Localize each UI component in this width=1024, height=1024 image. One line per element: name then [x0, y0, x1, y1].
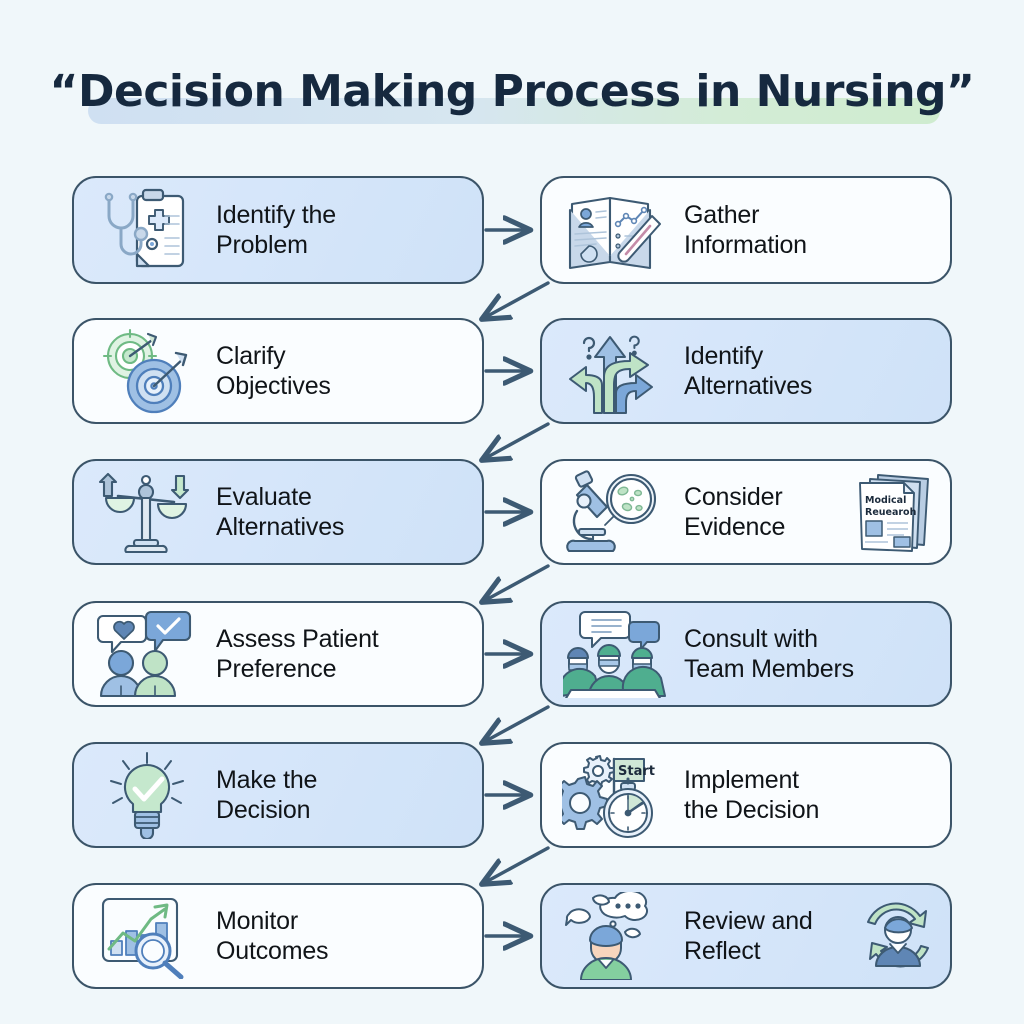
- step-box-review-and-reflect[interactable]: Review and Reflect: [540, 883, 952, 989]
- step-box-clarify-objectives[interactable]: Clarify Objectives: [72, 318, 484, 424]
- microscope-petri-dish-icon: [556, 464, 674, 560]
- step-label: Evaluate Alternatives: [216, 482, 345, 542]
- arrow-d-4: [484, 705, 550, 742]
- branching-arrows-question-icon: [556, 323, 674, 419]
- step-label: Implement the Decision: [684, 765, 820, 825]
- start-flag-label: Start: [618, 764, 655, 779]
- step-label: Consult with Team Members: [684, 624, 854, 684]
- step-box-identify-the-problem[interactable]: Identify the Problem: [72, 176, 484, 284]
- step-box-make-the-decision[interactable]: Make the Decision: [72, 742, 484, 848]
- step-box-consult-with-team-members[interactable]: Consult with Team Members: [540, 601, 952, 707]
- title-block: “Decision Making Process in Nursing”: [0, 50, 1024, 134]
- step-label: Gather Information: [684, 200, 807, 260]
- gears-stopwatch-start-flag-icon: Start: [556, 747, 674, 843]
- medical-research-papers-icon: Modical Reuearoh: [852, 464, 944, 560]
- papers-title-line2: Reuearoh: [865, 507, 917, 518]
- arrow-d-3: [484, 564, 550, 601]
- thinking-person-icon: [556, 888, 674, 984]
- step-box-implement-the-decision[interactable]: Start Impleme: [540, 742, 952, 848]
- step-box-gather-information[interactable]: Gather Information: [540, 176, 952, 284]
- clipboard-stethoscope-icon: [88, 182, 206, 278]
- step-box-identify-alternatives[interactable]: Identify Alternatives: [540, 318, 952, 424]
- step-label: Identify Alternatives: [684, 341, 813, 401]
- papers-title-line1: Modical: [865, 495, 906, 506]
- open-book-thermometer-icon: [556, 182, 674, 278]
- arrow-d-1: [484, 281, 550, 318]
- two-people-speech-bubbles-icon: [88, 606, 206, 702]
- growth-chart-magnifier-icon: [88, 888, 206, 984]
- arrow-d-2: [484, 422, 550, 459]
- step-label: Identify the Problem: [216, 200, 336, 260]
- step-label: Monitor Outcomes: [216, 906, 329, 966]
- refresh-cycle-avatar-icon: [852, 888, 944, 984]
- step-label: Assess Patient Preference: [216, 624, 379, 684]
- step-label: Consider Evidence: [684, 482, 786, 542]
- target-arrows-icon: [88, 323, 206, 419]
- arrow-d-5: [484, 846, 550, 883]
- step-box-evaluate-alternatives[interactable]: Evaluate Alternatives: [72, 459, 484, 565]
- balance-scale-icon: [88, 464, 206, 560]
- step-box-monitor-outcomes[interactable]: Monitor Outcomes: [72, 883, 484, 989]
- step-box-assess-patient-preference[interactable]: Assess Patient Preference: [72, 601, 484, 707]
- title-highlight-bar: [88, 98, 940, 124]
- lightbulb-check-icon: [88, 747, 206, 843]
- step-label: Make the Decision: [216, 765, 318, 825]
- page-title: “Decision Making Process in Nursing”: [49, 66, 975, 117]
- step-box-consider-evidence[interactable]: Consider Evidence Modical Reuearoh: [540, 459, 952, 565]
- step-label: Review and Reflect: [684, 906, 813, 966]
- step-label: Clarify Objectives: [216, 341, 331, 401]
- medical-team-meeting-icon: [556, 606, 674, 702]
